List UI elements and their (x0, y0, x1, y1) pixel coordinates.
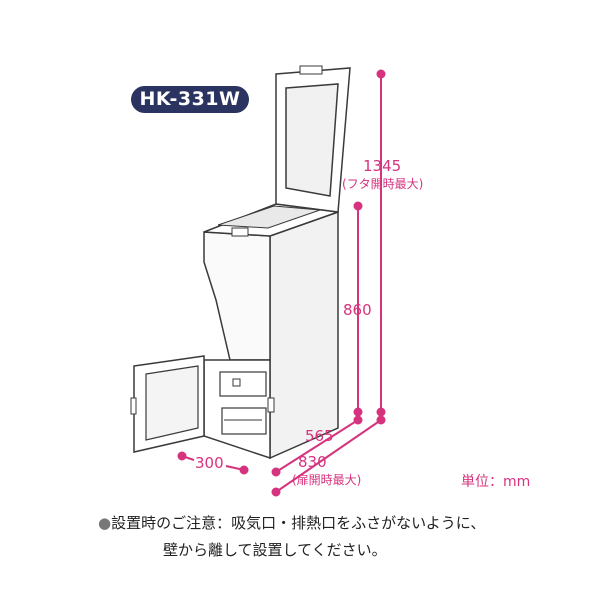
cabinet-upper-front (203, 231, 271, 361)
dim-depth-open-value: 830 (298, 453, 327, 471)
dimension-lines (177, 69, 386, 497)
note-line-2: 壁から離して設置してください。 (163, 541, 387, 559)
note-bullet: ● (98, 514, 112, 532)
note-line-1: ●設置時のご注意：吸気口・排熱口をふさがないように、 (98, 514, 485, 532)
dim-height-value: 860 (343, 301, 372, 319)
dim-line-depth-open (275, 419, 382, 493)
cabinet-side-face (269, 210, 339, 460)
dim-depth-open-label: (扉開時最大) (292, 473, 362, 487)
model-badge: HK-331W (131, 86, 249, 113)
dim-height-open-label: (フタ開時最大) (342, 177, 424, 191)
note-text-1: 設置時のご注意：吸気口・排熱口をふさがないように、 (111, 514, 486, 532)
dim-width-value: 300 (195, 454, 224, 472)
drawer-upper-handle (232, 378, 241, 387)
door-hinge (130, 397, 137, 415)
lid-inner-panel (285, 83, 339, 197)
lid-handle (299, 65, 323, 75)
dim-height-open-value: 1345 (363, 157, 402, 175)
drawer-lower (221, 407, 267, 435)
dim-line-depth (275, 419, 359, 473)
unit-label: 単位：mm (461, 474, 531, 490)
drawer-upper (219, 371, 267, 397)
door-window (145, 365, 199, 441)
drawer-side-tab (267, 397, 275, 413)
lid-latch (231, 227, 249, 237)
dim-depth-value: 565 (305, 427, 334, 445)
